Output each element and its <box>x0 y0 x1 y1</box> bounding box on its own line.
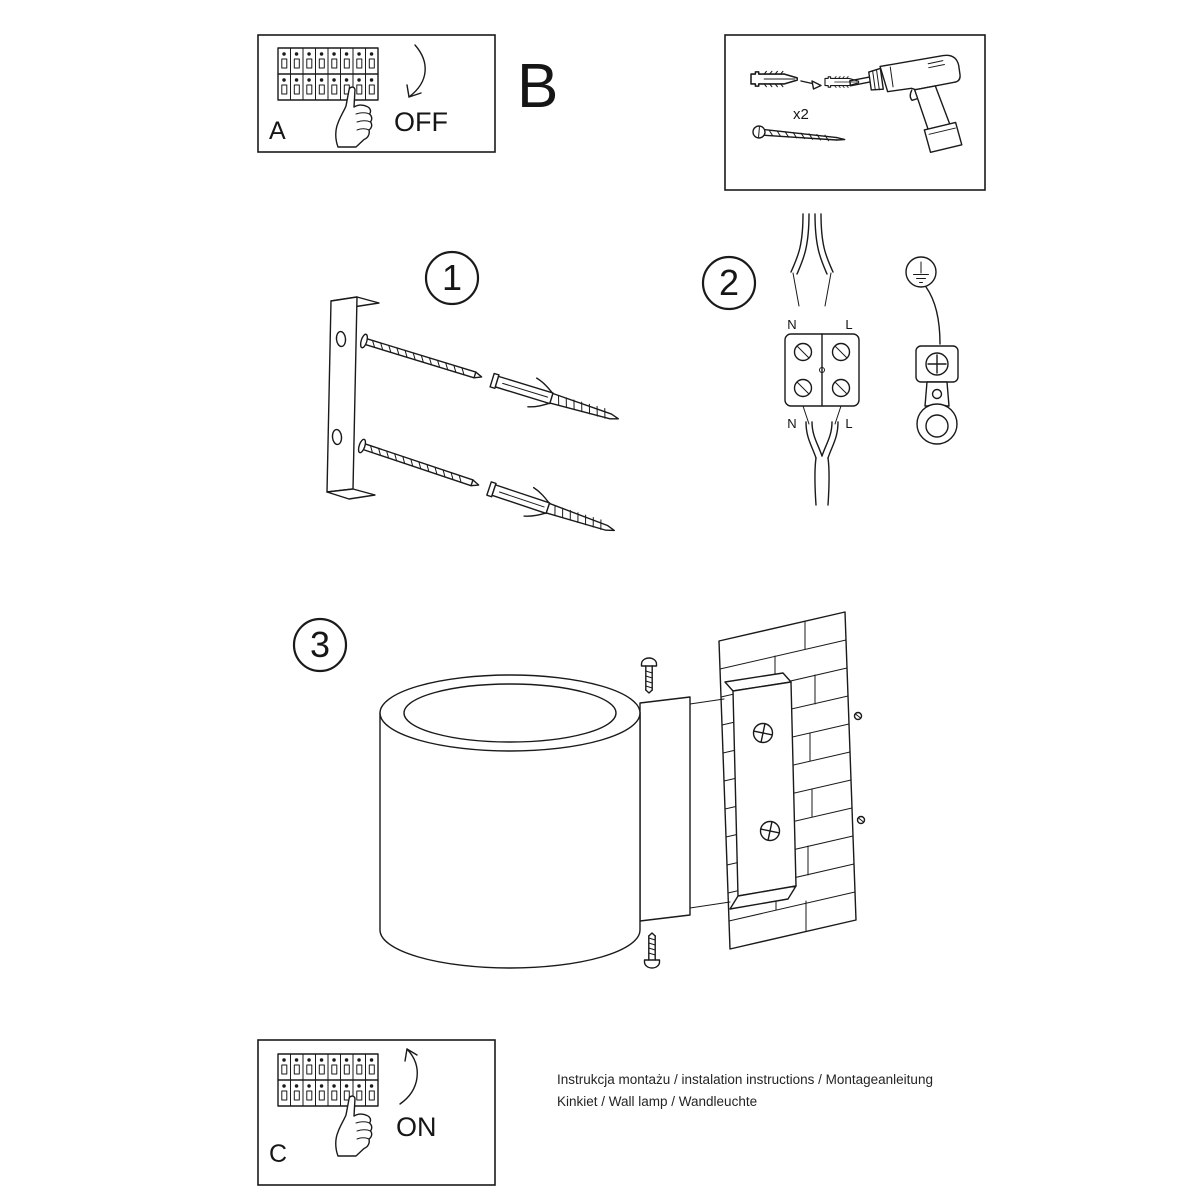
footer: Instrukcja montażu / instalation instruc… <box>557 1072 933 1109</box>
top-screw-icon <box>640 657 658 694</box>
power-on-box-frame <box>257 1039 496 1186</box>
lamp-cylinder-drawing <box>379 674 641 969</box>
instructions-line-2: Kinkiet / Wall lamp / Wandleuchte <box>557 1094 757 1109</box>
power-on-box: C ON <box>257 1039 496 1186</box>
on-label: ON <box>396 1112 437 1142</box>
screw-anchor-assembly-bottom <box>353 430 620 546</box>
drill-icon <box>849 54 963 153</box>
arrow-right-icon <box>800 80 822 90</box>
instructions-line-1: Instrukcja montażu / instalation instruc… <box>557 1072 933 1087</box>
label-l-top: L <box>845 317 852 332</box>
power-off-box: A OFF <box>257 34 496 153</box>
step-2-group: 2 N L N L <box>701 213 959 506</box>
step-2-badge <box>701 255 757 311</box>
wall-plug-small-icon <box>824 75 860 89</box>
mains-cable-bottom-drawing <box>802 405 842 506</box>
wall-plug-icon <box>750 70 798 88</box>
parts-box: x2 <box>724 34 986 191</box>
section-b-label: B <box>517 52 558 121</box>
switch-on-arrow-icon <box>399 1048 418 1105</box>
off-label: OFF <box>394 107 448 137</box>
bottom-screw-icon <box>643 932 661 969</box>
label-l-bottom: L <box>845 416 852 431</box>
parts-box-frame <box>724 34 986 191</box>
terminal-block-drawing <box>784 333 860 407</box>
screw-anchor-assembly-top <box>356 325 624 434</box>
step-1-number: 1 <box>442 257 462 298</box>
mains-cable-top-drawing <box>790 213 834 307</box>
step-2-number: 2 <box>719 262 739 303</box>
box-c-letter: C <box>269 1140 287 1168</box>
breaker-panel-icon <box>276 1052 380 1108</box>
mounting-bracket-drawing <box>326 296 380 500</box>
breaker-panel-icon <box>276 46 380 102</box>
step-1-badge <box>424 250 480 306</box>
earth-terminal-drawing <box>915 345 959 445</box>
wall-screw-icons <box>853 711 866 825</box>
box-a-letter: A <box>269 117 286 145</box>
wall-bracket-drawing <box>724 672 797 910</box>
power-off-box-frame <box>257 34 496 153</box>
switch-off-arrow-icon <box>406 44 426 98</box>
step-3-badge <box>292 617 348 673</box>
step-3-number: 3 <box>310 624 330 665</box>
lamp-back-plate-drawing <box>639 696 731 922</box>
label-n-top: N <box>787 317 796 332</box>
step-3-group: 3 <box>292 611 866 969</box>
earth-symbol-icon <box>905 256 937 288</box>
label-n-bottom: N <box>787 416 796 431</box>
earth-wire-drawing <box>925 286 941 345</box>
screw-icon <box>751 124 846 147</box>
plug-quantity-label: x2 <box>793 106 809 123</box>
step-1-group: 1 <box>326 250 624 546</box>
